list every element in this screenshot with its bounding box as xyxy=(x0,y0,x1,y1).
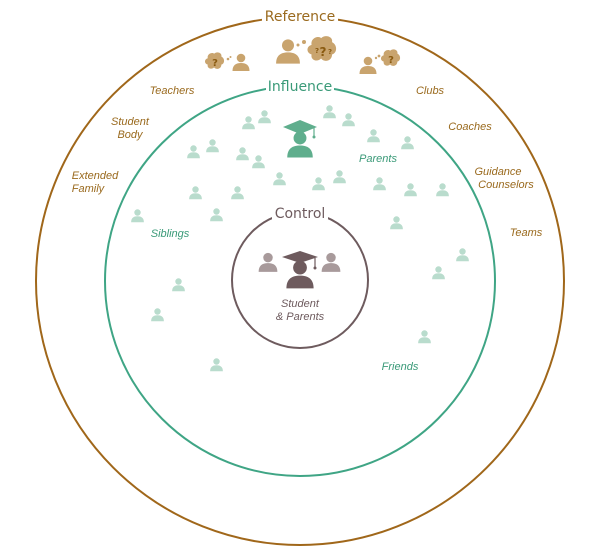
label-parents: Parents xyxy=(359,153,397,165)
svg-text:?: ? xyxy=(320,45,327,59)
student-graduate-icon xyxy=(282,251,318,289)
person-icon xyxy=(418,330,431,344)
person-icon xyxy=(236,147,249,161)
person-icon xyxy=(333,170,346,184)
svg-text:?: ? xyxy=(212,58,218,69)
label-teachers: Teachers xyxy=(150,85,195,97)
person-icon xyxy=(187,145,200,159)
person-icon xyxy=(232,53,250,71)
label-friends: Friends xyxy=(382,361,419,373)
reference-title: Reference xyxy=(265,9,336,25)
label-student-body: Body xyxy=(117,129,144,141)
label-extended-family: Extended xyxy=(72,170,119,182)
label-coaches: Coaches xyxy=(448,121,492,133)
person-icon xyxy=(258,110,271,124)
person-icon xyxy=(390,216,403,230)
person-icon xyxy=(242,116,255,130)
parent-icon xyxy=(321,252,341,272)
label-student: Student xyxy=(281,298,320,310)
person-icon xyxy=(276,39,300,64)
person-icon xyxy=(404,183,417,197)
label-teams: Teams xyxy=(510,227,543,239)
person-icon xyxy=(151,308,164,322)
graduate-icon xyxy=(283,120,317,158)
person-icon xyxy=(323,105,336,119)
person-icon xyxy=(273,172,286,186)
thinking-people-group xyxy=(205,36,401,74)
person-icon xyxy=(342,113,355,127)
person-icon xyxy=(367,129,380,143)
label-guidance-counselors: Counselors xyxy=(478,179,534,191)
control-people xyxy=(258,251,341,289)
label-clubs: Clubs xyxy=(416,85,445,97)
person-icon xyxy=(210,358,223,372)
person-icon xyxy=(252,155,265,169)
person-icon xyxy=(359,56,377,74)
label-student-body: Student xyxy=(111,116,150,128)
person-icon xyxy=(189,186,202,200)
svg-text:?: ? xyxy=(315,47,319,55)
person-icon xyxy=(172,278,185,292)
label-and-parents: & Parents xyxy=(276,311,325,323)
reference-labels: Teachers Student Body Extended Family Cl… xyxy=(72,85,543,239)
person-icon xyxy=(206,139,219,153)
person-icon xyxy=(312,177,325,191)
person-icon xyxy=(231,186,244,200)
parent-icon xyxy=(258,252,278,272)
person-icon xyxy=(436,183,449,197)
person-icon xyxy=(401,136,414,150)
person-icon xyxy=(456,248,469,262)
question-marks: ? ? ? ? ? xyxy=(212,45,394,69)
person-icon xyxy=(373,177,386,191)
svg-text:?: ? xyxy=(388,55,394,66)
svg-text:?: ? xyxy=(328,48,332,56)
label-extended-family: Family xyxy=(72,183,106,195)
person-icon xyxy=(432,266,445,280)
control-title: Control xyxy=(275,206,326,222)
person-icon xyxy=(210,208,223,222)
label-siblings: Siblings xyxy=(151,228,190,240)
label-guidance-counselors: Guidance xyxy=(474,166,521,178)
influence-title: Influence xyxy=(268,79,333,95)
person-icon xyxy=(131,209,144,223)
